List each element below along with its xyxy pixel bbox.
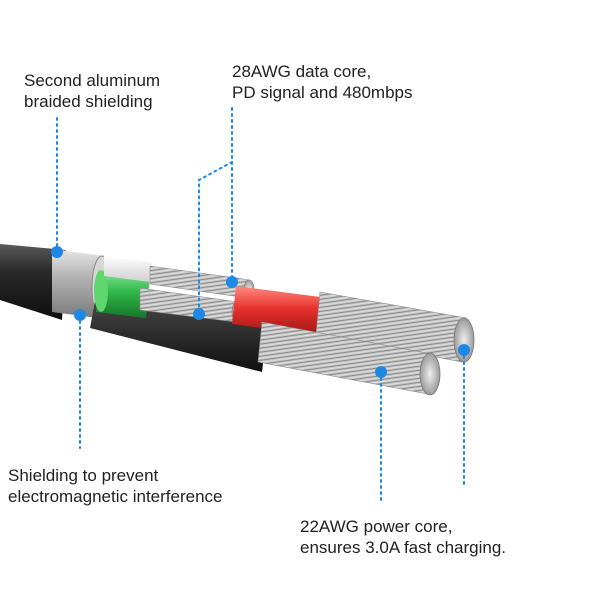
label-emi-shielding-line2: electromagnetic interference <box>8 487 223 506</box>
power-core-strands <box>257 291 475 396</box>
leader-data-core-b <box>198 161 233 315</box>
label-emi-shielding: Shielding to prevent electromagnetic int… <box>8 465 223 507</box>
red-wire <box>232 286 328 336</box>
label-aluminum-shielding-line1: Second aluminum <box>24 71 161 90</box>
dot-power-core-a <box>375 366 387 378</box>
callout-dots <box>51 246 470 378</box>
label-data-core: 28AWG data core, PD signal and 480mbps <box>232 61 413 103</box>
label-emi-shielding-line1: Shielding to prevent <box>8 466 159 485</box>
dot-aluminum-shielding <box>51 246 63 258</box>
label-power-core-line2: ensures 3.0A fast charging. <box>300 538 507 557</box>
dot-data-core-b <box>193 308 205 320</box>
label-data-core-line1: 28AWG data core, <box>232 62 372 81</box>
outer-jacket <box>0 244 66 320</box>
label-aluminum-shielding-line2: braided shielding <box>24 92 153 111</box>
dot-data-core-a <box>226 276 238 288</box>
white-wire <box>104 256 152 282</box>
dot-power-core-b <box>458 344 470 356</box>
dot-emi-shielding <box>74 309 86 321</box>
label-aluminum-shielding: Second aluminum braided shielding <box>24 70 160 112</box>
leader-lines <box>56 107 465 503</box>
green-wire <box>94 270 150 318</box>
label-power-core: 22AWG power core, ensures 3.0A fast char… <box>300 516 506 558</box>
label-data-core-line2: PD signal and 480mbps <box>232 83 413 102</box>
label-power-core-line1: 22AWG power core, <box>300 517 453 536</box>
